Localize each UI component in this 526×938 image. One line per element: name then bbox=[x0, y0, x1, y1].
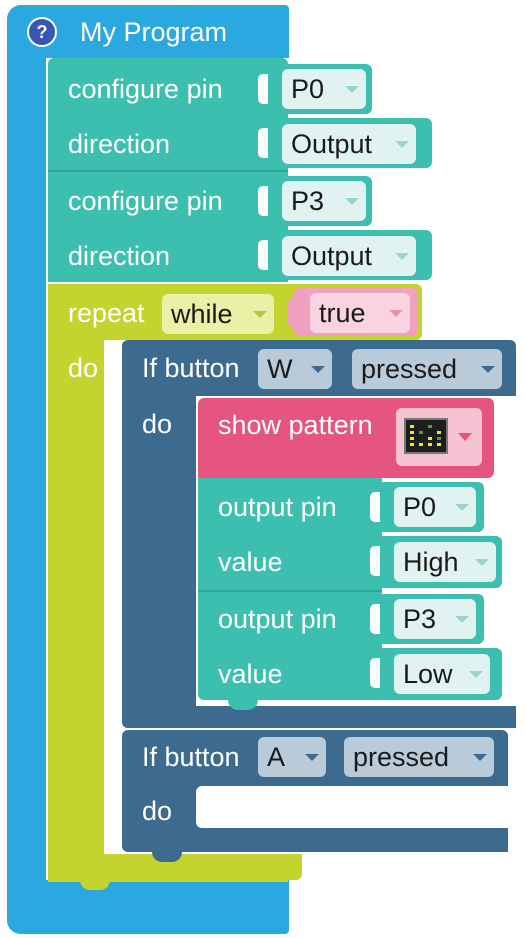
pin-dropdown-value: P3 bbox=[291, 186, 325, 216]
chevron-down-icon bbox=[389, 310, 403, 317]
output-pin-label: output pin bbox=[218, 604, 337, 634]
chevron-down-icon bbox=[305, 754, 319, 761]
direction-dropdown[interactable]: Output bbox=[282, 236, 416, 276]
socket-notch bbox=[370, 546, 380, 576]
socket-notch bbox=[258, 74, 268, 104]
button-dropdown-value: A bbox=[267, 742, 286, 772]
chevron-down-icon bbox=[253, 311, 267, 318]
pin-dropdown-value: P0 bbox=[403, 492, 437, 522]
configure-pin-label: configure pin bbox=[68, 74, 223, 104]
led-matrix-pattern-icon bbox=[404, 418, 448, 454]
value-dropdown[interactable]: High bbox=[394, 542, 496, 582]
block-connector bbox=[80, 880, 110, 890]
value-dropdown[interactable]: Low bbox=[394, 654, 490, 694]
button-dropdown-value: W bbox=[267, 354, 293, 384]
direction-dropdown-value: Output bbox=[291, 241, 373, 271]
condition-dropdown[interactable]: true bbox=[310, 293, 410, 333]
direction-label: direction bbox=[68, 129, 171, 159]
configure-pin-block[interactable] bbox=[48, 58, 288, 170]
output-pin-block[interactable] bbox=[198, 478, 382, 590]
chevron-down-icon bbox=[469, 671, 483, 678]
if-button-label: If button bbox=[142, 742, 240, 772]
socket-notch bbox=[370, 492, 380, 522]
socket-notch bbox=[288, 298, 296, 328]
chevron-down-icon bbox=[455, 616, 469, 623]
event-dropdown[interactable]: pressed bbox=[344, 737, 494, 777]
chevron-down-icon bbox=[475, 559, 489, 566]
repeat-mode-value: while bbox=[171, 299, 233, 329]
direction-dropdown-value: Output bbox=[291, 129, 373, 159]
block-divider bbox=[48, 170, 288, 172]
output-pin-label: output pin bbox=[218, 492, 337, 522]
configure-pin-block[interactable] bbox=[48, 172, 288, 282]
chevron-down-icon bbox=[395, 141, 409, 148]
if-inner-area bbox=[196, 786, 508, 828]
output-pin-block[interactable] bbox=[198, 592, 382, 700]
direction-dropdown[interactable]: Output bbox=[282, 124, 416, 164]
pin-dropdown[interactable]: P3 bbox=[282, 181, 366, 221]
chevron-down-icon bbox=[345, 198, 359, 205]
repeat-do-label: do bbox=[68, 353, 99, 383]
value-label: value bbox=[218, 547, 283, 577]
chevron-down-icon bbox=[311, 366, 325, 373]
event-dropdown-value: pressed bbox=[361, 354, 458, 384]
socket-notch bbox=[258, 186, 268, 216]
pin-dropdown[interactable]: P0 bbox=[282, 69, 366, 109]
pin-dropdown-value: P0 bbox=[291, 74, 325, 104]
pattern-dropdown[interactable] bbox=[396, 408, 482, 466]
event-dropdown-value: pressed bbox=[353, 742, 450, 772]
value-dropdown-value: High bbox=[403, 547, 459, 577]
pin-dropdown[interactable]: P0 bbox=[394, 487, 476, 527]
socket-notch bbox=[258, 128, 268, 158]
value-label: value bbox=[218, 659, 283, 689]
button-dropdown[interactable]: A bbox=[258, 737, 326, 777]
repeat-label: repeat bbox=[68, 298, 145, 328]
if-do-label: do bbox=[142, 409, 173, 439]
question-mark-icon[interactable]: ? bbox=[27, 17, 57, 47]
block-divider bbox=[198, 590, 382, 592]
program-title: My Program bbox=[80, 17, 228, 47]
condition-value: true bbox=[319, 298, 366, 328]
chevron-down-icon bbox=[395, 253, 409, 260]
socket-notch bbox=[370, 658, 380, 688]
direction-label: direction bbox=[68, 241, 171, 271]
pin-dropdown-value: P3 bbox=[403, 604, 437, 634]
socket-notch bbox=[370, 604, 380, 634]
chevron-down-icon bbox=[473, 754, 487, 761]
block-connector bbox=[228, 700, 258, 710]
socket-notch bbox=[258, 240, 268, 270]
button-dropdown[interactable]: W bbox=[258, 349, 332, 389]
chevron-down-icon bbox=[458, 433, 472, 441]
program-bottom-bar bbox=[7, 880, 289, 934]
configure-pin-label: configure pin bbox=[68, 186, 223, 216]
block-connector bbox=[152, 852, 182, 862]
pin-dropdown[interactable]: P3 bbox=[394, 599, 476, 639]
repeat-mode-dropdown[interactable]: while bbox=[162, 294, 274, 334]
chevron-down-icon bbox=[345, 86, 359, 93]
if-button-label: If button bbox=[142, 353, 240, 383]
if-do-label: do bbox=[142, 796, 173, 826]
value-dropdown-value: Low bbox=[403, 659, 453, 689]
event-dropdown[interactable]: pressed bbox=[352, 349, 502, 389]
if-bottom-bar bbox=[122, 706, 516, 728]
chevron-down-icon bbox=[455, 504, 469, 511]
show-pattern-label: show pattern bbox=[218, 410, 373, 440]
chevron-down-icon bbox=[481, 366, 495, 373]
